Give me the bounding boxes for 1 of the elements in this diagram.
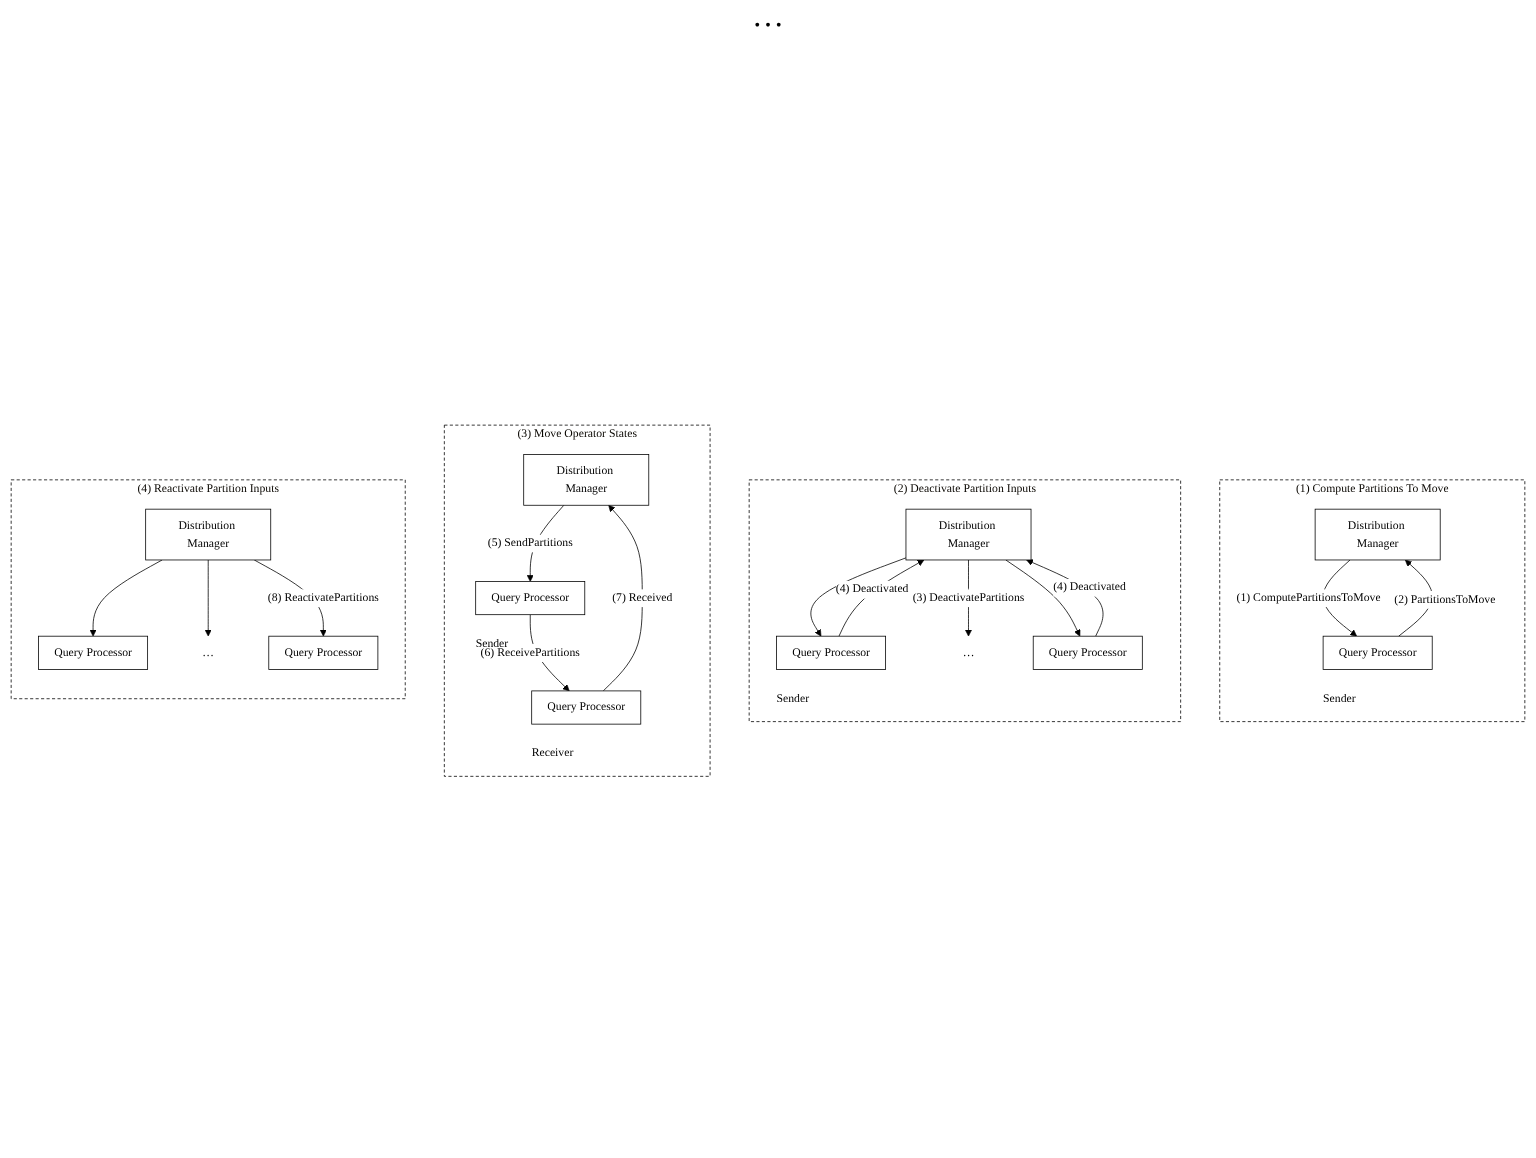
- note-text: …: [752, 0, 784, 38]
